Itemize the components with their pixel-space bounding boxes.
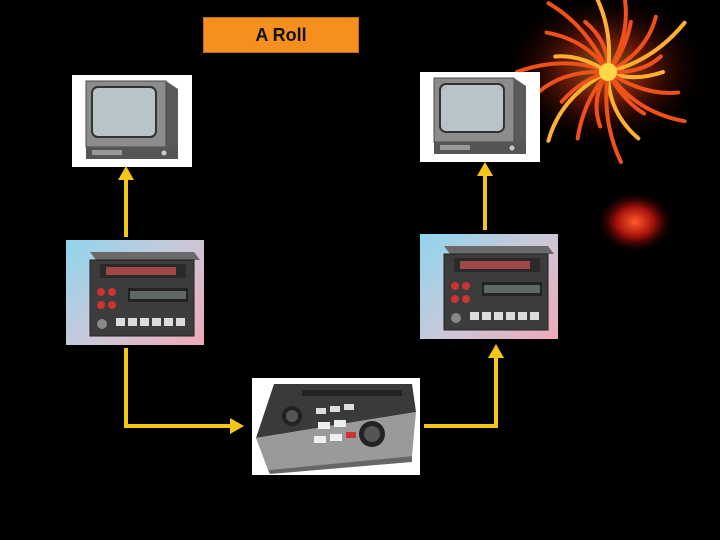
burst-ray xyxy=(604,70,623,165)
left-video-deck-image xyxy=(66,240,204,345)
video-deck-icon xyxy=(443,246,554,331)
crt-monitor-icon xyxy=(433,77,526,154)
crt-monitor-icon xyxy=(85,80,178,159)
edit-controller-image xyxy=(252,378,420,475)
burst-ray xyxy=(546,1,610,74)
arrowhead-right xyxy=(230,418,244,434)
edit-controller-icon xyxy=(256,384,416,474)
right-monitor-image xyxy=(420,72,540,162)
decorative-burst-graphic xyxy=(505,0,705,255)
arrowhead-up-deck xyxy=(488,344,504,358)
page-title: A Roll xyxy=(203,17,359,53)
left-monitor-image xyxy=(72,75,192,167)
right-video-deck-image xyxy=(420,234,558,339)
burst-ray xyxy=(546,70,610,143)
arrowhead-up-left xyxy=(118,166,134,180)
arrowhead-up-right xyxy=(477,162,493,176)
connector-controller-to-right-deck xyxy=(424,356,498,428)
video-deck-icon xyxy=(89,252,200,337)
burst-ray xyxy=(606,20,687,74)
connector-left-deck-to-controller xyxy=(124,348,232,428)
